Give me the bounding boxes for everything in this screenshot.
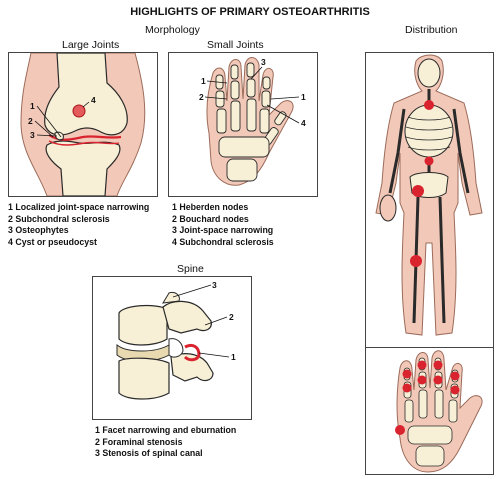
skeleton-distribution-panel xyxy=(365,52,494,349)
callout-1: 1 xyxy=(231,352,236,362)
legend-item: 1 Heberden nodes xyxy=(172,202,249,212)
small-joints-legend: 1 Heberden nodes 2 Bouchard nodes 3 Join… xyxy=(172,202,274,249)
legend-item: 2 Foraminal stenosis xyxy=(95,436,183,447)
callout-3: 3 xyxy=(261,57,266,67)
callout-1-right: 1 xyxy=(301,92,306,102)
legend-item: 4 Cyst or pseudocyst xyxy=(8,237,97,248)
legend-item: 1 Facet narrowing and eburnation xyxy=(95,425,237,435)
legend-item: 3 Joint-space narrowing xyxy=(172,225,274,236)
callout-3: 3 xyxy=(212,280,217,290)
callout-4: 4 xyxy=(91,95,96,105)
hand-distribution-panel xyxy=(365,347,494,475)
distribution-heading: Distribution xyxy=(405,24,458,36)
callout-2: 2 xyxy=(28,116,33,126)
spine-panel: 3 2 1 xyxy=(92,276,252,420)
figure-title: HIGHLIGHTS OF PRIMARY OSTEOARTHRITIS xyxy=(130,6,370,18)
hand-joints-illustration: 1 2 3 1 4 xyxy=(199,57,306,186)
large-joints-heading: Large Joints xyxy=(62,39,120,51)
knee-marker xyxy=(410,255,422,267)
legend-item: 1 Localized joint-space narrowing xyxy=(8,202,150,212)
large-joints-panel: 1 2 3 4 xyxy=(8,52,158,197)
hip-marker xyxy=(412,185,424,197)
large-joints-legend: 1 Localized joint-space narrowing 2 Subc… xyxy=(8,202,149,249)
lumbar-spine-marker xyxy=(424,156,434,166)
callout-4: 4 xyxy=(301,118,306,128)
legend-item: 4 Subchondral sclerosis xyxy=(172,237,274,248)
small-joints-panel: 1 2 3 1 4 xyxy=(168,52,318,197)
spine-legend: 1 Facet narrowing and eburnation 2 Foram… xyxy=(95,425,236,460)
cervical-spine-marker xyxy=(424,100,434,110)
legend-item: 2 Subchondral sclerosis xyxy=(8,213,110,224)
knee-joint-illustration: 1 2 3 4 xyxy=(20,53,146,196)
skeleton-illustration xyxy=(375,54,483,336)
morphology-heading: Morphology xyxy=(145,24,200,36)
callout-2: 2 xyxy=(229,312,234,322)
callout-1: 1 xyxy=(201,76,206,86)
callout-3: 3 xyxy=(30,130,35,140)
small-joints-heading: Small Joints xyxy=(207,39,264,51)
hand-distribution-illustration xyxy=(395,350,483,473)
legend-item: 3 Stenosis of spinal canal xyxy=(95,448,203,459)
spine-illustration: 3 2 1 xyxy=(116,280,236,400)
spine-heading: Spine xyxy=(177,263,204,275)
callout-1: 1 xyxy=(30,101,35,111)
legend-item: 3 Osteophytes xyxy=(8,225,69,236)
callout-2: 2 xyxy=(199,92,204,102)
legend-item: 2 Bouchard nodes xyxy=(172,213,249,224)
